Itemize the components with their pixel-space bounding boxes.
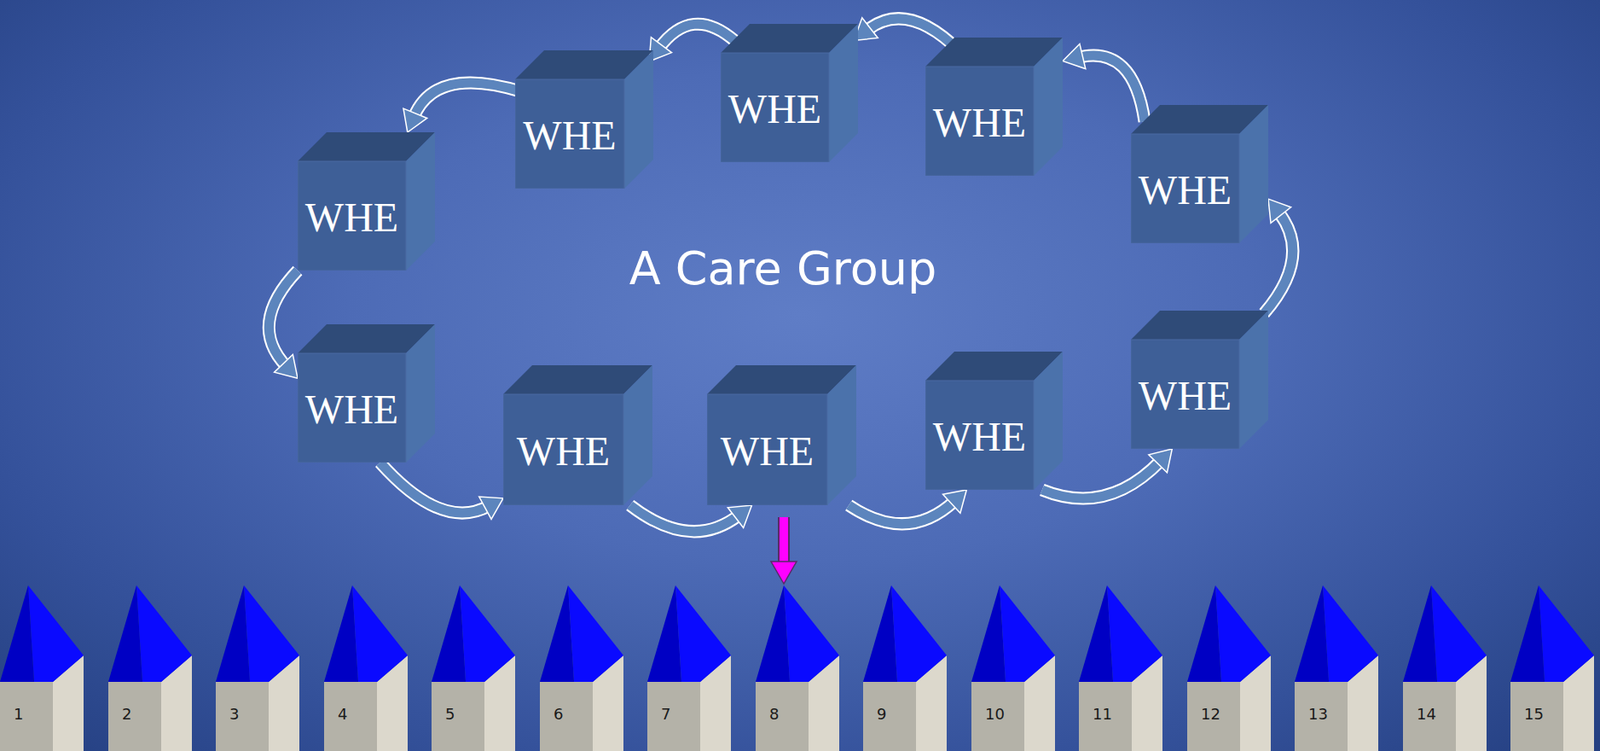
whe-cube: WHE — [515, 50, 654, 189]
cube-label: WHE — [1130, 169, 1240, 211]
cube-label: WHE — [925, 416, 1034, 458]
house: 12 — [1187, 585, 1271, 751]
flow-arrow — [1062, 43, 1145, 122]
house-shape — [647, 585, 731, 751]
house-shape — [1510, 585, 1595, 751]
house: 9 — [863, 585, 947, 751]
whe-cube: WHE — [720, 23, 858, 163]
house: 4 — [324, 585, 408, 751]
house-number: 11 — [1092, 706, 1113, 722]
house-number: 10 — [985, 706, 1005, 722]
diagram-title: A Care Group — [527, 245, 1039, 292]
house: 13 — [1294, 585, 1379, 751]
house-number: 9 — [876, 706, 887, 722]
flow-arrow — [630, 504, 753, 532]
house-shape — [1294, 585, 1379, 751]
house-shape — [1402, 585, 1487, 751]
whe-cube: WHE — [707, 365, 857, 505]
house: 2 — [108, 585, 192, 751]
cube-label: WHE — [297, 388, 406, 430]
house-number: 7 — [660, 706, 671, 722]
cube-label: WHE — [515, 115, 625, 157]
house-number: 8 — [769, 706, 779, 722]
assignment-arrow — [771, 516, 797, 584]
house: 1 — [0, 585, 84, 751]
whe-cube: WHE — [925, 37, 1063, 176]
house: 11 — [1078, 585, 1163, 751]
flow-arrow — [1263, 198, 1293, 314]
flow-arrow — [848, 489, 967, 524]
whe-cube: WHE — [297, 132, 435, 271]
house: 10 — [971, 585, 1056, 751]
cube-label: WHE — [925, 102, 1034, 144]
house-shape — [324, 585, 408, 751]
house-shape — [1187, 585, 1271, 751]
whe-cube: WHE — [1130, 104, 1269, 244]
house-number: 6 — [553, 706, 563, 722]
whe-cube: WHE — [925, 351, 1063, 490]
house-shape — [215, 585, 300, 751]
house-number: 5 — [445, 706, 455, 722]
flow-arrow — [403, 82, 522, 133]
house-number: 4 — [337, 706, 348, 722]
whe-cube: WHE — [503, 365, 653, 505]
whe-cube: WHE — [297, 324, 435, 463]
house: 15 — [1510, 585, 1595, 751]
flow-arrow — [853, 17, 960, 52]
house-number: 1 — [13, 706, 24, 722]
house-shape — [431, 585, 516, 751]
house-number: 15 — [1524, 706, 1544, 722]
house-number: 3 — [229, 706, 239, 722]
flow-arrow — [380, 462, 504, 519]
house-shape — [971, 585, 1056, 751]
house-shape — [863, 585, 947, 751]
cube-label: WHE — [1130, 375, 1240, 417]
flow-arrow — [268, 270, 298, 378]
house-shape — [1078, 585, 1163, 751]
house: 7 — [647, 585, 731, 751]
house-number: 14 — [1416, 706, 1437, 722]
whe-cube: WHE — [1130, 310, 1269, 449]
house-number: 13 — [1308, 706, 1328, 722]
house: 8 — [755, 585, 840, 751]
cube-label: WHE — [720, 88, 829, 130]
house: 6 — [539, 585, 624, 751]
house-shape — [755, 585, 840, 751]
house-number: 12 — [1200, 706, 1221, 722]
cube-label: WHE — [707, 430, 828, 472]
house-shape — [108, 585, 192, 751]
house: 14 — [1402, 585, 1487, 751]
cube-label: WHE — [503, 430, 624, 472]
house: 5 — [431, 585, 516, 751]
house: 3 — [215, 585, 300, 751]
house-number: 2 — [121, 706, 132, 722]
house-shape — [539, 585, 624, 751]
house-shape — [0, 585, 84, 751]
cube-label: WHE — [297, 197, 406, 238]
